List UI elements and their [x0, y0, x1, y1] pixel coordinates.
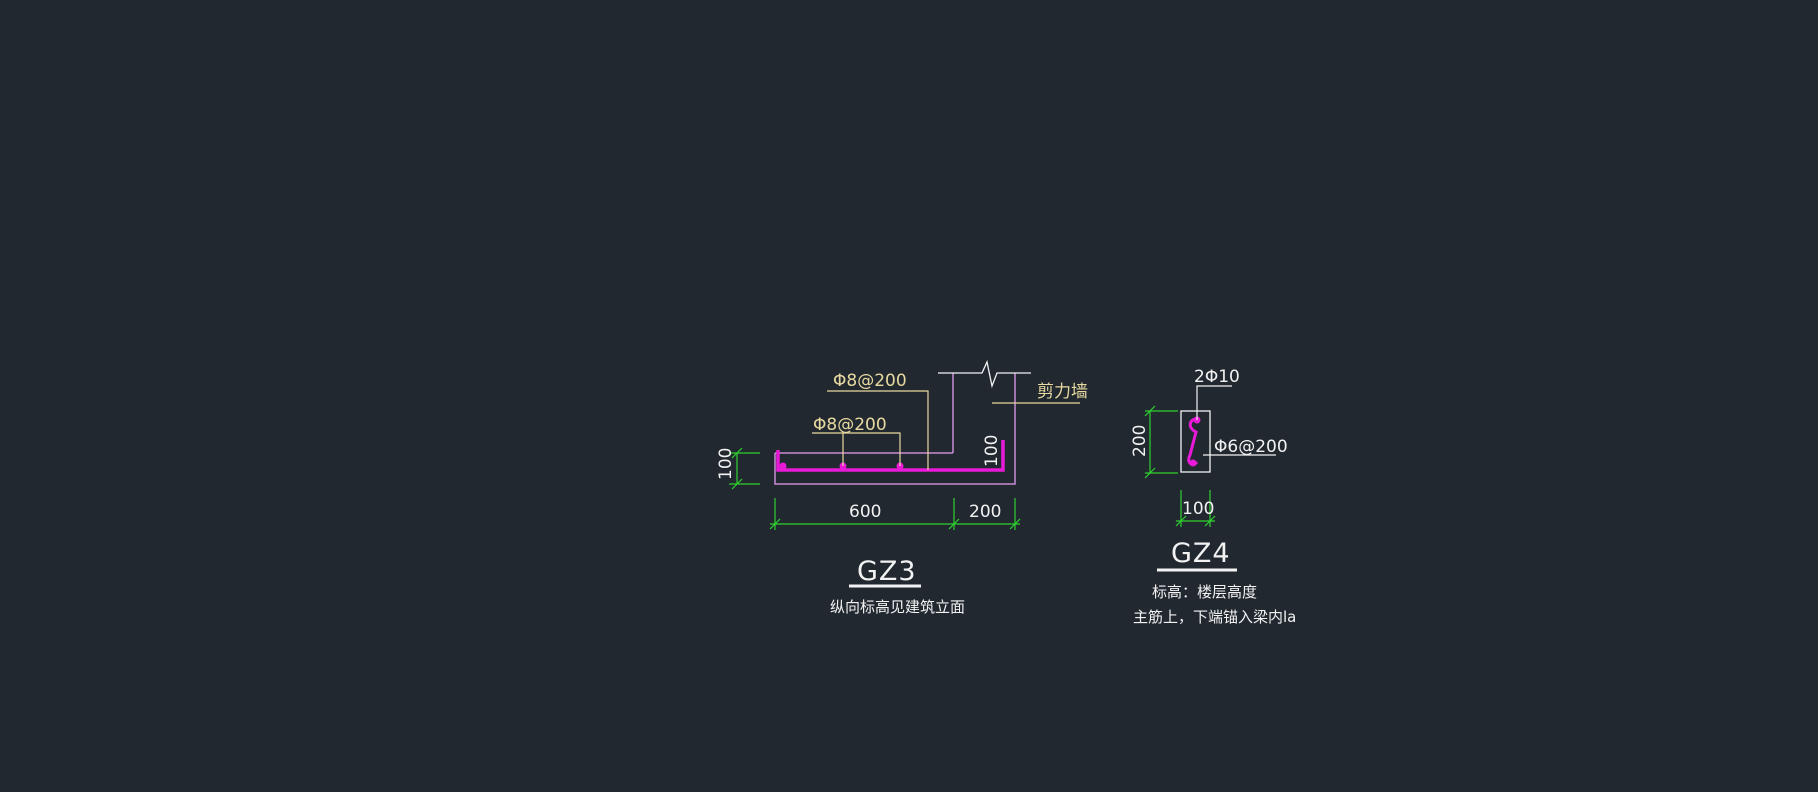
- gz4-rebar-tie: [1187, 416, 1199, 466]
- gz4-dim-width-text: 100: [1182, 499, 1214, 519]
- gz3-break-line: [938, 359, 1031, 389]
- gz3-dim-length: [769, 498, 1021, 530]
- gz4-dim-height-text: 200: [1130, 425, 1150, 457]
- gz3-rebar-dot: [779, 462, 787, 470]
- gz3-section-outline: [774, 444, 1016, 485]
- gz3-leader-mid: [812, 432, 901, 466]
- gz3-dim-length-1-text: 600: [849, 502, 881, 522]
- gz4-rebar-dot: [1189, 459, 1197, 467]
- gz4-leader-main-bar: [1196, 385, 1232, 420]
- gz3-note: 纵向标高见建筑立面: [830, 598, 965, 616]
- gz3-main-rebar: [776, 440, 1005, 472]
- gz4-title: GZ4: [1171, 538, 1231, 569]
- gz3-title: GZ3: [857, 556, 917, 587]
- gz4-detail: 2Φ10 Φ6@200 200 100 GZ4 标高：楼层高度 主筋上，下端锚入…: [1130, 367, 1296, 626]
- gz4-main-bar-label: 2Φ10: [1194, 367, 1240, 387]
- gz4-dim-height: [1144, 405, 1178, 479]
- gz3-wall-label: 剪力墙: [1037, 382, 1088, 402]
- gz4-note-line2: 主筋上，下端锚入梁内la: [1133, 608, 1296, 626]
- gz3-dim-height-left-text: 100: [716, 448, 736, 480]
- gz4-dim-width: [1175, 490, 1216, 527]
- gz4-note-line1: 标高：楼层高度: [1152, 583, 1257, 601]
- gz4-stirrup-label: Φ6@200: [1214, 437, 1288, 457]
- gz3-rebar-label-top: Φ8@200: [833, 371, 907, 391]
- gz3-dim-length-2-text: 200: [969, 502, 1001, 522]
- gz3-detail: Φ8@200 Φ8@200 剪力墙 100 100 600 200 GZ3 纵向…: [716, 359, 1088, 616]
- gz3-dim-height-right-text: 100: [982, 435, 1002, 467]
- gz3-rebar-label-mid: Φ8@200: [813, 415, 887, 435]
- gz4-section-outline: [1180, 410, 1211, 473]
- gz3-dim-height-left: [729, 447, 760, 490]
- gz3-leader-top: [827, 390, 929, 470]
